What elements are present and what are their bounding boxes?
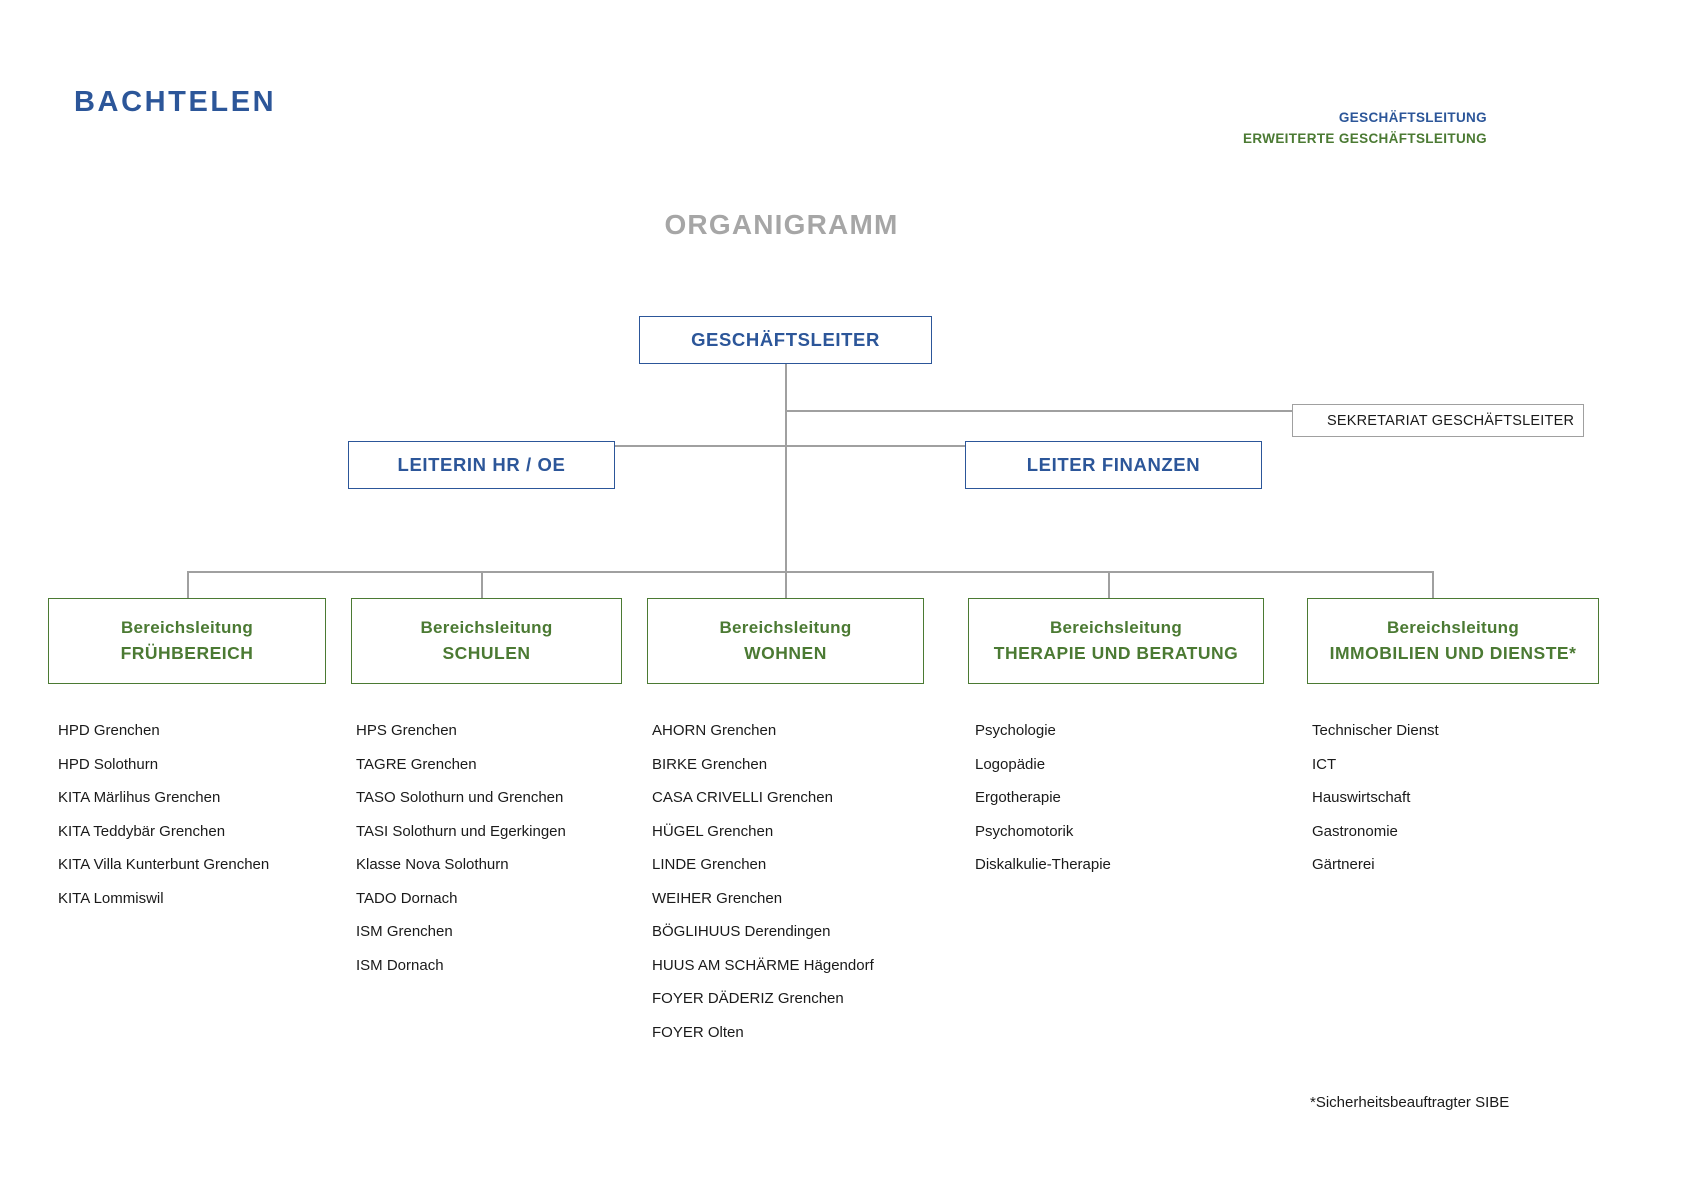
list-item: TASI Solothurn und Egerkingen xyxy=(356,822,566,840)
list-item: TASO Solothurn und Grenchen xyxy=(356,789,564,806)
connector-staff-secretariat xyxy=(785,410,1314,412)
list-item: AHORN Grenchen xyxy=(652,722,777,739)
list-item: Klasse Nova Solothurn xyxy=(356,856,509,873)
legend-item-geschaeftsleitung: GESCHÄFTSLEITUNG xyxy=(1338,110,1487,125)
list-item: ISM Grenchen xyxy=(356,923,453,940)
list-item: HÜGEL Grenchen xyxy=(652,822,774,840)
bereich-name-therapie-und-beratung: THERAPIE UND BERATUNG xyxy=(993,642,1239,663)
node-bereichsleitung-fruehbereich[interactable]: Bereichsleitung FRÜHBEREICH xyxy=(48,598,326,684)
bereichsleitung-label-2: Bereichsleitung xyxy=(420,617,553,637)
list-item: Psychomotorik xyxy=(975,822,1074,840)
node-geschaeftsleiter-label: GESCHÄFTSLEITER xyxy=(691,329,880,350)
list-item: HPD Grenchen xyxy=(58,722,160,739)
list-item: KITA Lommiswil xyxy=(58,889,164,907)
connector-level3-drop-3 xyxy=(785,571,787,600)
node-sekretariat-geschaeftsleiter[interactable]: SEKRETARIAT GESCHÄFTSLEITER xyxy=(1292,404,1584,437)
node-bereichsleitung-immobilien-und-dienste[interactable]: Bereichsleitung IMMOBILIEN UND DIENSTE* xyxy=(1307,598,1599,684)
bereichsleitung-label-1: Bereichsleitung xyxy=(120,617,254,637)
connector-level3-drop-1 xyxy=(187,571,189,600)
list-item: TAGRE Grenchen xyxy=(356,755,477,773)
list-item: Gastronomie xyxy=(1312,822,1398,840)
connector-level3-drop-2 xyxy=(481,571,483,600)
bereichsleitung-label-5: Bereichsleitung xyxy=(1386,617,1520,637)
bereich-name-immobilien-und-dienste: IMMOBILIEN UND DIENSTE* xyxy=(1329,642,1577,663)
node-sekretariat-label: SEKRETARIAT GESCHÄFTSLEITER xyxy=(1327,412,1575,429)
bereich-name-wohnen: WOHNEN xyxy=(744,642,827,663)
bereich-name-schulen: SCHULEN xyxy=(442,642,531,663)
list-item: LINDE Grenchen xyxy=(652,856,767,873)
list-item: Gärtnerei xyxy=(1312,856,1375,873)
list-item: TADO Dornach xyxy=(356,889,458,907)
bereich-name-fruehbereich: FRÜHBEREICH xyxy=(120,642,254,663)
node-leiter-finanzen-label: LEITER FINANZEN xyxy=(1026,454,1201,475)
list-item: Ergotherapie xyxy=(975,789,1061,806)
connector-level3-drop-5 xyxy=(1432,571,1434,600)
list-item: CASA CRIVELLI Grenchen xyxy=(652,789,833,806)
list-item: BIRKE Grenchen xyxy=(652,755,768,773)
list-item: KITA Villa Kunterbunt Grenchen xyxy=(58,856,270,873)
node-leiterin-hr-oe[interactable]: LEITERIN HR / OE xyxy=(348,441,615,489)
list-item: Logopädie xyxy=(975,755,1046,773)
list-item: Diskalkulie-Therapie xyxy=(975,856,1111,873)
node-bereichsleitung-therapie-und-beratung[interactable]: Bereichsleitung THERAPIE UND BERATUNG xyxy=(968,598,1264,684)
list-item: FOYER DÄDERIZ Grenchen xyxy=(652,990,844,1007)
list-item: HUUS AM SCHÄRME Hägendorf xyxy=(652,956,874,974)
list-item: ISM Dornach xyxy=(356,956,444,974)
list-item: Technischer Dienst xyxy=(1312,722,1439,739)
legend-item-erweiterte-geschaeftsleitung: ERWEITERTE GESCHÄFTSLEITUNG xyxy=(1243,130,1487,146)
bereichsleitung-label-4: Bereichsleitung xyxy=(1049,617,1183,637)
footnote-sibe: *Sicherheitsbeauftragter SIBE xyxy=(1310,1094,1510,1111)
list-item: KITA Teddybär Grenchen xyxy=(58,822,226,840)
connector-level2-bus xyxy=(481,445,1109,447)
list-item: BÖGLIHUUS Derendingen xyxy=(652,923,831,940)
list-item: ICT xyxy=(1312,755,1337,773)
legend: GESCHÄFTSLEITUNG ERWEITERTE GESCHÄFTSLEI… xyxy=(1243,108,1487,150)
node-bereichsleitung-wohnen[interactable]: Bereichsleitung WOHNEN xyxy=(647,598,924,684)
list-item: HPD Solothurn xyxy=(58,755,159,773)
connector-level3-drop-4 xyxy=(1108,571,1110,600)
node-bereichsleitung-schulen[interactable]: Bereichsleitung SCHULEN xyxy=(351,598,622,684)
list-item: HPS Grenchen xyxy=(356,722,457,739)
list-item: KITA Märlihus Grenchen xyxy=(58,789,221,806)
list-item: Hauswirtschaft xyxy=(1312,789,1411,806)
page-title: ORGANIGRAMM xyxy=(664,209,899,240)
connector-trunk-main xyxy=(785,364,787,571)
bereichsleitung-label-3: Bereichsleitung xyxy=(719,617,852,637)
connector-level3-bus xyxy=(187,571,1432,573)
list-item: WEIHER Grenchen xyxy=(652,889,783,907)
node-geschaeftsleiter[interactable]: GESCHÄFTSLEITER xyxy=(639,316,932,364)
node-leiterin-hr-oe-label: LEITERIN HR / OE xyxy=(397,454,566,475)
node-leiter-finanzen[interactable]: LEITER FINANZEN xyxy=(965,441,1262,489)
list-item: FOYER Olten xyxy=(652,1023,744,1041)
list-item: Psychologie xyxy=(975,722,1056,739)
company-logo: BACHTELEN xyxy=(74,86,277,118)
